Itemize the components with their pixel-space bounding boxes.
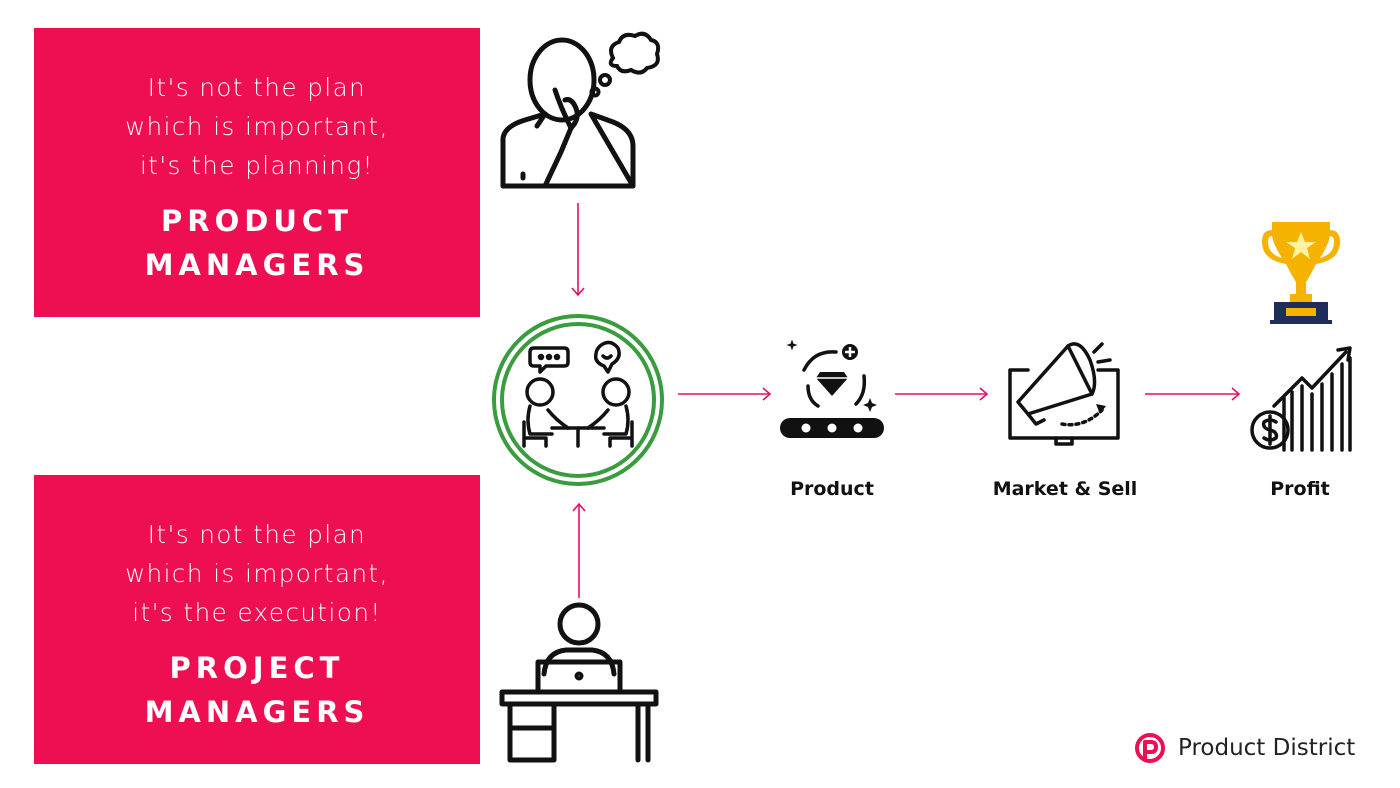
- quote-line: which is important,: [125, 559, 389, 588]
- product-conveyor-icon: [780, 339, 884, 438]
- brand-name: Product District: [1178, 735, 1356, 761]
- arrow-right-icon: [678, 387, 772, 401]
- product-managers-quote: It's not the plan which is important, it…: [34, 68, 480, 185]
- quote-line: It's not the plan: [147, 520, 367, 549]
- step-label-market-sell: Market & Sell: [992, 478, 1138, 500]
- quote-line: it's the execution!: [132, 598, 382, 627]
- person-at-desk-icon: [499, 602, 659, 763]
- quote-line: It's not the plan: [147, 73, 367, 102]
- role-line: MANAGERS: [144, 695, 370, 729]
- project-managers-title: PROJECT MANAGERS: [34, 646, 480, 734]
- step-label-profit: Profit: [1270, 478, 1330, 500]
- thinking-person-icon: [500, 31, 661, 189]
- product-district-logo: [1135, 733, 1165, 763]
- megaphone-monitor-icon: [1008, 342, 1120, 446]
- role-line: PROJECT: [169, 651, 345, 685]
- project-managers-quote: It's not the plan which is important, it…: [34, 515, 480, 632]
- trophy-icon: [1262, 222, 1340, 324]
- quote-line: which is important,: [125, 112, 389, 141]
- quote-line: it's the planning!: [140, 151, 374, 180]
- arrow-right-icon: [895, 387, 989, 401]
- step-label-product: Product: [790, 478, 874, 500]
- meeting-icon: [492, 314, 664, 486]
- arrow-up-icon: [572, 502, 586, 598]
- profit-growth-icon: [1250, 346, 1352, 452]
- arrow-right-icon: [1145, 387, 1241, 401]
- project-managers-card: It's not the plan which is important, it…: [34, 475, 480, 764]
- product-managers-card: It's not the plan which is important, it…: [34, 28, 480, 317]
- arrow-down-icon: [571, 203, 585, 297]
- brand: Product District: [1134, 730, 1355, 766]
- role-line: PRODUCT: [161, 204, 353, 238]
- role-line: MANAGERS: [144, 248, 370, 282]
- product-managers-title: PRODUCT MANAGERS: [34, 199, 480, 287]
